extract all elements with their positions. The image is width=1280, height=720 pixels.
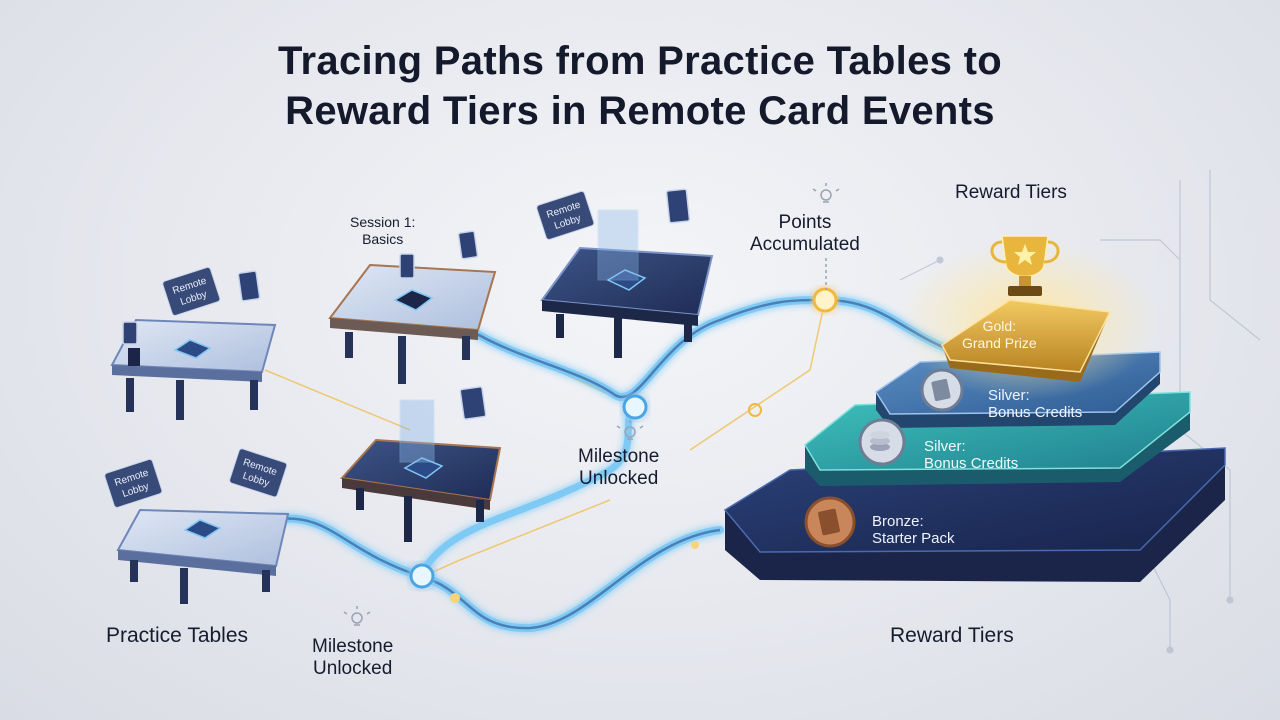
points-line2: Accumulated — [750, 234, 860, 255]
remote-lobby-sign-1: Remote Lobby — [162, 266, 221, 316]
tier-silver-lower-line1: Silver: — [924, 438, 966, 455]
practice-table-4 — [540, 209, 714, 358]
milestone-bottom-line1: Milestone — [312, 636, 394, 657]
card-icon — [606, 269, 647, 291]
coin-stack-icon — [858, 418, 906, 466]
milestone-bottom-line2: Unlocked — [313, 658, 393, 679]
milestone-bottom-label: Milestone Unlocked — [312, 636, 393, 680]
card-icon — [393, 289, 434, 311]
session-line1: Session 1: — [350, 214, 416, 230]
milestone-mid-line2: Unlocked — [579, 468, 659, 489]
path-dot — [450, 593, 460, 603]
session-label: Session 1: Basics — [350, 214, 415, 248]
tier-bronze-line1: Bronze: — [872, 513, 924, 530]
tier-badge-bronze — [804, 496, 856, 548]
reward-tiers-label-bottom: Reward Tiers — [890, 624, 1014, 647]
session-line2: Basics — [362, 231, 404, 247]
milestone-mid-line1: Milestone — [578, 446, 660, 467]
path-node-milestone-bottom — [409, 563, 435, 589]
path-dot — [748, 403, 762, 417]
progress-path-core — [269, 298, 951, 630]
card-icon — [173, 339, 212, 359]
path-node-points — [812, 287, 838, 313]
title-line-1: Tracing Paths from Practice Tables to — [278, 39, 1002, 83]
points-line1: Points — [778, 212, 832, 233]
trophy-star-icon — [1014, 244, 1036, 265]
tier-badge-silver-upper — [920, 368, 964, 412]
remote-lobby-sign-4: Remote Lobby — [536, 190, 595, 240]
tier-gold-line2: Grand Prize — [962, 335, 1037, 351]
tier-silver-upper-label: Silver: Bonus Credits — [988, 387, 1082, 421]
floating-cards — [122, 188, 691, 420]
bulb-icon — [812, 183, 840, 203]
points-accumulated-label: Points Accumulated — [750, 212, 860, 256]
remote-lobby-sign-2: Remote Lobby — [104, 458, 163, 508]
tier-gold — [898, 240, 1158, 400]
practice-tables-label: Practice Tables — [106, 624, 249, 647]
reward-tiers-label-top: Reward Tiers — [955, 182, 1067, 203]
tier-silver-upper-line1: Silver: — [988, 387, 1030, 404]
tier-bronze-label: Bronze: Starter Pack — [872, 513, 955, 547]
milestone-mid-label: Milestone Unlocked — [578, 446, 659, 490]
tier-silver-lower-label: Silver: Bonus Credits — [924, 438, 1018, 472]
tier-silver-upper-line2: Bonus Credits — [988, 404, 1083, 421]
practice-table-2 — [116, 508, 290, 604]
card-icon — [183, 519, 222, 539]
practice-table-5 — [340, 399, 502, 542]
tier-gold-line1: Gold: — [982, 318, 1017, 334]
title-line-2: Reward Tiers in Remote Card Events — [285, 89, 995, 133]
card-icon — [403, 457, 444, 479]
bulb-icon — [343, 606, 371, 626]
remote-lobby-sign-3: Remote Lobby — [229, 448, 288, 498]
tier-silver-lower-line2: Bonus Credits — [924, 455, 1019, 472]
practice-table-3 — [328, 263, 497, 384]
trophy-icon — [990, 235, 1060, 296]
tier-gold-label: Gold: Grand Prize — [962, 318, 1037, 352]
page-title: Tracing Paths from Practice Tables to Re… — [0, 36, 1280, 136]
path-node-milestone-mid — [622, 394, 648, 420]
tier-bronze-line2: Starter Pack — [872, 530, 955, 547]
bulb-icon — [616, 420, 644, 440]
path-dot — [691, 541, 699, 549]
